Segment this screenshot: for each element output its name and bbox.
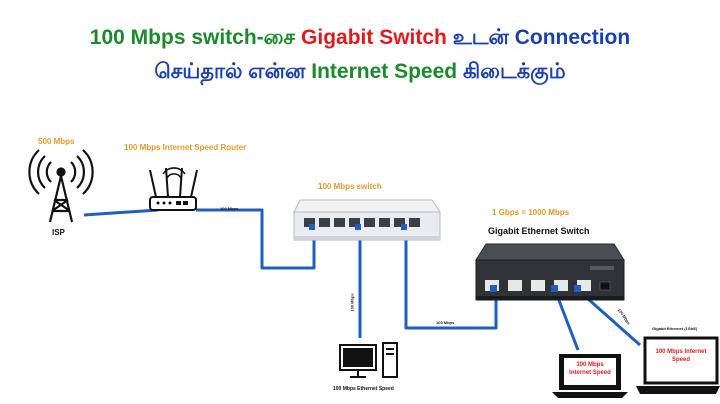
title-part: உடன்: [452, 26, 509, 49]
gigabit-switch-icon: [475, 243, 625, 301]
title-part: கிடைக்கும்: [462, 60, 566, 83]
cable-router-switch: [196, 208, 316, 270]
title-part: செய்தால் என்ன: [154, 60, 306, 83]
title-highlight: Gigabit Switch: [301, 26, 447, 49]
router-label: 100 Mbps Internet Speed Router: [124, 143, 247, 152]
cable-isp-router: [83, 208, 159, 217]
title-part: Connection: [514, 26, 631, 49]
isp-speed-label: 500 Mbps: [38, 137, 75, 146]
cable-label: 100 Mbps: [220, 206, 239, 211]
title-line-2: செய்தால் என்ன Internet Speed கிடைக்கும்: [0, 60, 720, 86]
gigabit-speed-label: 1 Gbps = 1000 Mbps: [492, 208, 570, 217]
desktop-label: 100 Mbps Ethernet Speed: [333, 386, 394, 392]
laptop-right-screen-text: 100 Mbps Internet Speed: [655, 349, 707, 363]
network-cables: [83, 208, 641, 351]
desktop-pc-icon: [339, 342, 398, 378]
laptop-right-icon: [636, 336, 720, 394]
switch-100-icon: [293, 199, 441, 241]
laptop-center-screen-text: 100 Mbps Internet Speed: [569, 362, 611, 376]
isp-tower-icon: [28, 149, 94, 223]
laptop-center-icon: [552, 354, 628, 398]
title-highlight: Internet Speed: [311, 60, 458, 83]
title-part: 100 Mbps switch-சை: [89, 26, 296, 49]
switch-100-label: 100 Mbps switch: [318, 182, 382, 191]
router-icon: [149, 167, 198, 211]
laptop-right-caption: Gigabit Ethernet (1GbE): [652, 326, 698, 331]
gigabit-switch-label: Gigabit Ethernet Switch: [488, 226, 590, 236]
cable-switch-gigabit: [404, 232, 498, 330]
isp-label: ISP: [52, 228, 65, 237]
cable-label: 100 Mbps: [349, 293, 355, 312]
cable-label: 100 Mbps: [436, 320, 455, 325]
title-line-1: 100 Mbps switch-சை Gigabit Switch உடன் C…: [0, 26, 720, 52]
